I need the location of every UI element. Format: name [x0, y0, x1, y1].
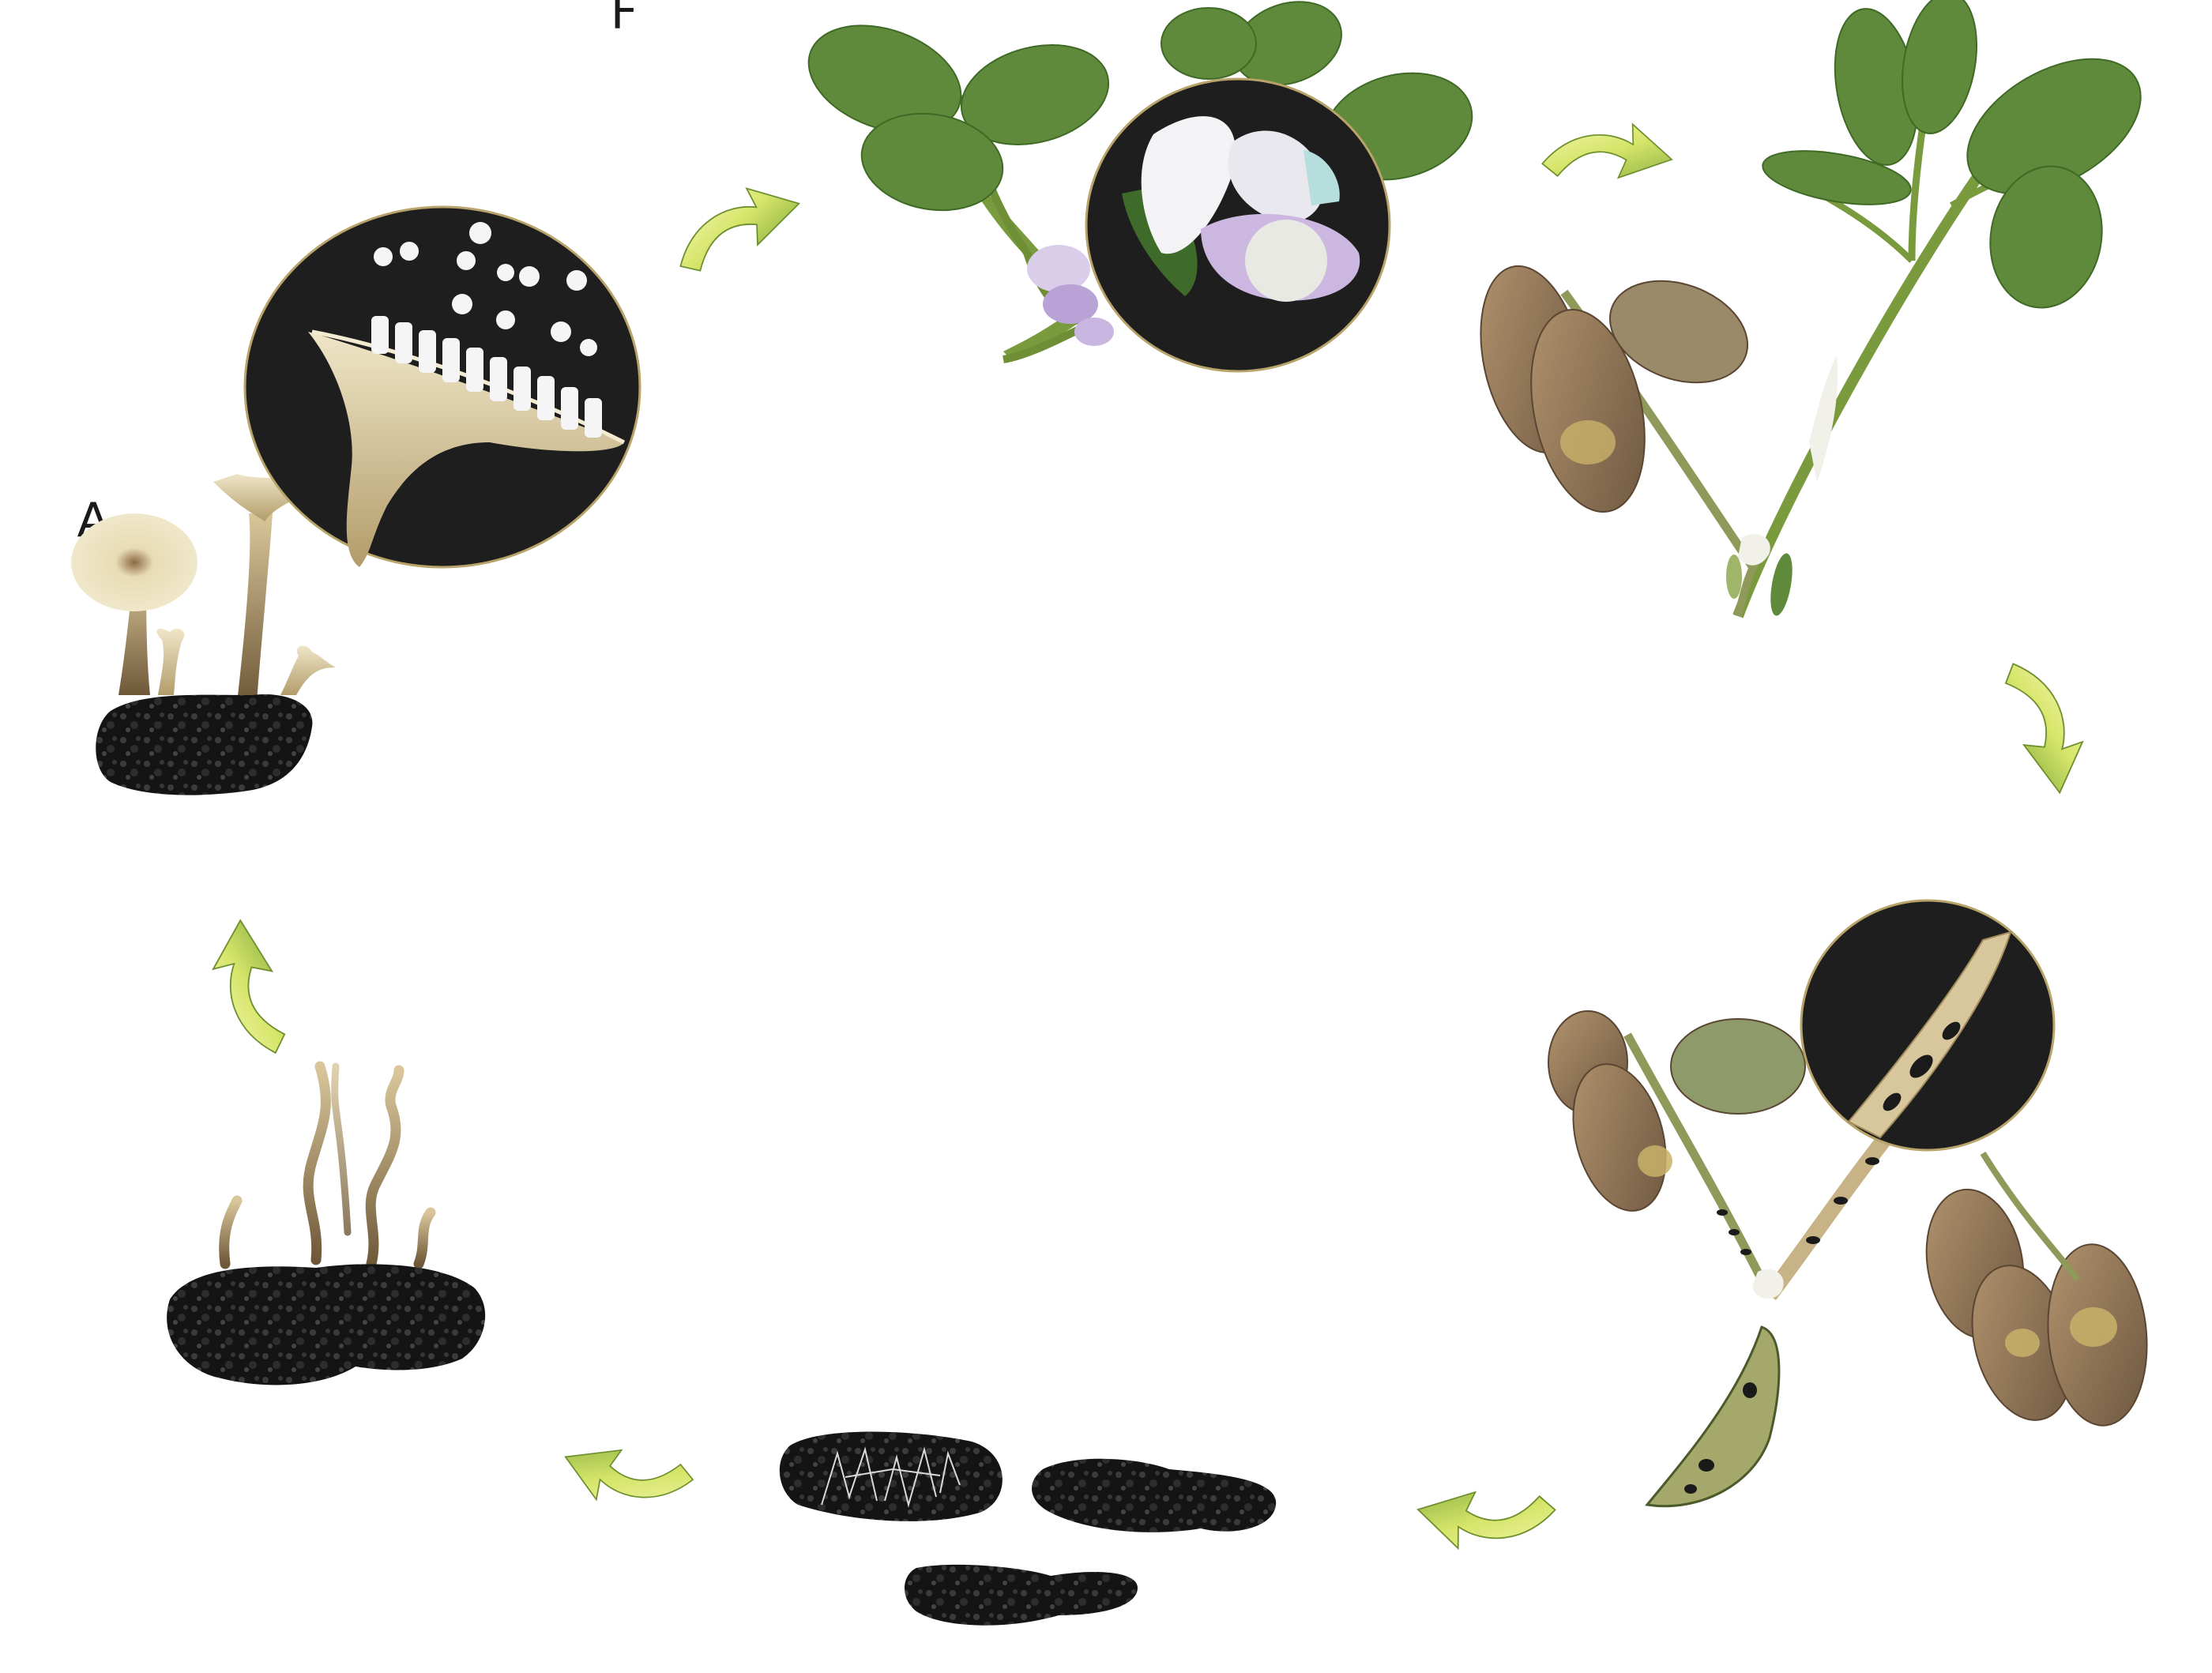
sclerotium: [96, 694, 313, 795]
stage-c-apothecia: [71, 205, 641, 795]
flower: [1027, 245, 1114, 346]
sclerotium: [1032, 1458, 1277, 1532]
stage-b-germinating-sclerotium: [167, 1061, 486, 1385]
arrow-a-to-b: [555, 1426, 698, 1529]
sclerotium: [905, 1564, 1138, 1626]
apothecium-stipe: [237, 513, 273, 703]
pods: [1726, 553, 1793, 616]
brown-leaves: [1548, 1010, 2148, 1427]
white-mold-on-stem: [1809, 355, 1838, 482]
stage-a-sclerotia: [779, 1431, 1277, 1626]
arrow-b-to-c: [208, 916, 288, 1058]
pod-sclerotia: [1684, 1382, 1757, 1494]
split-stem: [1847, 930, 2012, 1139]
flower-petal: [1228, 130, 1325, 223]
main-stem: [1732, 154, 1996, 618]
white-mold-patch: [1752, 1269, 1784, 1299]
green-leaves: [1762, 0, 2142, 309]
curved-arrow-icon: [1412, 1475, 1558, 1565]
arrow-c-to-d: [663, 173, 811, 277]
stipes: [219, 1061, 436, 1269]
lesions: [1638, 1145, 2117, 1357]
arrow-d-to-e: [1540, 111, 1677, 193]
stem-sclerotia: [1883, 1021, 1961, 1111]
apothecium-cross-section: [308, 332, 624, 567]
stage-d-infected-flower: [807, 1, 1473, 373]
magnifier-inset: [243, 205, 641, 569]
white-mold-on-petal: [1245, 220, 1327, 302]
stem: [956, 158, 1094, 359]
infected-pod: [1645, 1325, 1781, 1508]
stem-sclerotia: [1717, 1157, 1879, 1255]
mycelium-strands: [821, 1446, 961, 1508]
arrow-e-to-f: [2002, 653, 2092, 800]
curved-arrow-icon: [663, 173, 811, 277]
magnifier-inset: [1800, 899, 2056, 1152]
apothecium-small: [280, 645, 336, 695]
magnifier-inset: [1085, 77, 1391, 373]
stage-f-sclerotia-in-stem: [1548, 899, 2148, 1508]
curved-arrow-icon: [2002, 653, 2092, 800]
sclerotium: [167, 1264, 486, 1385]
stage-label-f: F: [611, 0, 638, 40]
flower-petal: [1141, 116, 1236, 254]
brown-leaves: [1480, 265, 1749, 513]
apothecium-cap: [71, 513, 198, 611]
curved-arrow-icon: [208, 916, 288, 1058]
curved-arrow-icon: [1540, 111, 1677, 193]
asci: [371, 316, 602, 438]
ascospores: [374, 222, 597, 356]
arrow-f-to-a: [1412, 1475, 1558, 1565]
curved-arrow-icon: [555, 1426, 698, 1529]
stage-e-infected-plant: [1480, 0, 2142, 618]
white-mold-patch: [1738, 534, 1770, 566]
apothecium-small: [156, 628, 185, 695]
stem: [1623, 1032, 1774, 1298]
